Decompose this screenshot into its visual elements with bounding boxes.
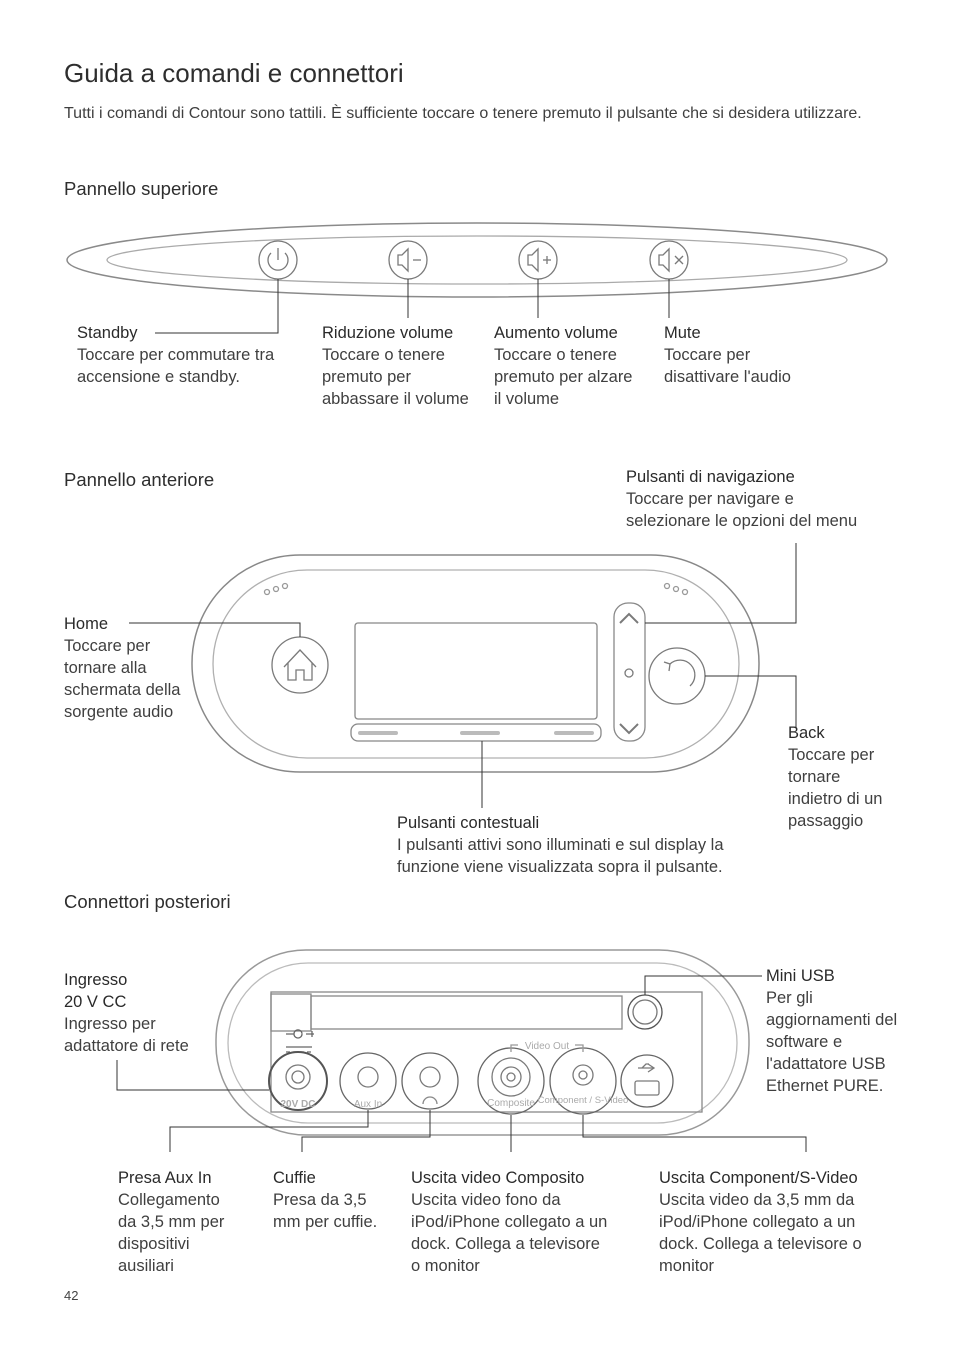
callout-desc: Toccare per tornare alla schermata della… [64, 637, 181, 721]
composite-device-label: Composite [487, 1098, 535, 1109]
standby-callout: Standby Toccare per commutare tra accens… [77, 322, 277, 388]
front-panel-heading: Pannello anteriore [64, 469, 215, 490]
context-callout: Pulsanti contestuali I pulsanti attivi s… [397, 812, 757, 878]
callout-desc: Uscita video da 3,5 mm da iPod/iPhone co… [659, 1191, 862, 1275]
callout-desc: Toccare per commutare tra accensione e s… [77, 346, 275, 386]
top-panel-heading: Pannello superiore [64, 178, 219, 199]
volume-down-callout: Riduzione volume Toccare o tenere premut… [322, 322, 472, 410]
indicator-dots [263, 582, 689, 596]
aux-device-label: Aux In [354, 1099, 382, 1110]
callout-desc: Per gli aggiornamenti del software e l'a… [766, 989, 898, 1095]
callout-desc: Uscita video fono da iPod/iPhone collega… [411, 1191, 608, 1275]
rear-panel-illustration [215, 949, 750, 1136]
nav-callout: Pulsanti di navigazione Toccare per navi… [626, 466, 876, 532]
back-callout: Back Toccare per tornare indietro di un … [788, 722, 898, 832]
aux-in-jack [339, 1052, 397, 1110]
callout-desc: I pulsanti attivi sono illuminati e sul … [397, 836, 724, 876]
callout-title: Uscita Component/S-Video [659, 1169, 858, 1187]
callout-title: Pulsanti contestuali [397, 814, 540, 832]
callout-desc: Toccare per navigare e selezionare le op… [626, 490, 858, 530]
callout-desc: Collegamento da 3,5 mm per dispositivi a… [118, 1191, 225, 1275]
component-device-label: Component / S-Video [538, 1095, 629, 1106]
intro-text: Tutti i comandi di Contour sono tattili.… [64, 105, 862, 122]
component-callout: Uscita Component/S-Video Uscita video da… [659, 1167, 891, 1277]
callout-title: Standby [77, 324, 138, 342]
headphones-callout: Cuffie Presa da 3,5 mm per cuffie. [273, 1167, 393, 1233]
dc-device-label: 20V DC [280, 1099, 315, 1110]
callout-title: Back [788, 724, 825, 742]
video-out-bracket [510, 1044, 584, 1052]
mute-icon [649, 240, 689, 280]
display-screen [354, 622, 598, 720]
video-out-device-label: Video Out [525, 1041, 570, 1052]
volume-up-callout: Aumento volume Toccare o tenere premuto … [494, 322, 644, 410]
volume-up-icon [518, 240, 558, 280]
callout-title: Cuffie [273, 1169, 316, 1187]
callout-desc: Toccare per tornare indietro di un passa… [788, 746, 883, 830]
callout-title: Aumento volume [494, 324, 618, 342]
usb-callout: Mini USB Per gli aggiornamenti del softw… [766, 965, 906, 1097]
page-title: Guida a comandi e connettori [64, 58, 404, 88]
composite-jack [477, 1047, 545, 1115]
power-icon [258, 240, 298, 280]
home-icon [271, 636, 329, 694]
callout-title: Mute [664, 324, 701, 342]
home-callout: Home Toccare per tornare alla schermata … [64, 613, 184, 723]
dc-polarity-icon [286, 1029, 314, 1053]
callout-title: Uscita video Composito [411, 1169, 585, 1187]
callout-title: Ingresso 20 V CC [64, 971, 128, 1011]
usb-housing [627, 994, 663, 1030]
rear-panel-heading: Connettori posteriori [64, 891, 231, 912]
top-panel-illustration [66, 222, 888, 298]
callout-title: Riduzione volume [322, 324, 454, 342]
usb-port [620, 1054, 674, 1108]
callout-title: Mini USB [766, 967, 835, 985]
mute-callout: Mute Toccare per disattivare l'audio [664, 322, 814, 388]
aux-callout: Presa Aux In Collegamento da 3,5 mm per … [118, 1167, 236, 1277]
page-number: 42 [64, 1288, 79, 1303]
callout-desc: Presa da 3,5 mm per cuffie. [273, 1191, 378, 1231]
navigation-rocker [613, 602, 646, 742]
context-buttons-strip [350, 723, 602, 742]
dc-input-jack [268, 1051, 328, 1111]
callout-desc: Toccare o tenere premuto per abbassare i… [322, 346, 469, 408]
headphone-jack [401, 1052, 459, 1110]
callout-desc: Toccare o tenere premuto per alzare il v… [494, 346, 633, 408]
callout-desc: Toccare per disattivare l'audio [664, 346, 791, 386]
callout-title: Presa Aux In [118, 1169, 212, 1187]
callout-title: Home [64, 615, 109, 633]
dc-callout: Ingresso 20 V CC Ingresso per adattatore… [64, 969, 204, 1057]
composite-callout: Uscita video Composito Uscita video fono… [411, 1167, 611, 1277]
back-icon [648, 647, 706, 705]
volume-down-icon [388, 240, 428, 280]
callout-desc: Ingresso per adattatore di rete [64, 1015, 189, 1055]
callout-title: Pulsanti di navigazione [626, 468, 795, 486]
front-panel-illustration [191, 554, 760, 773]
